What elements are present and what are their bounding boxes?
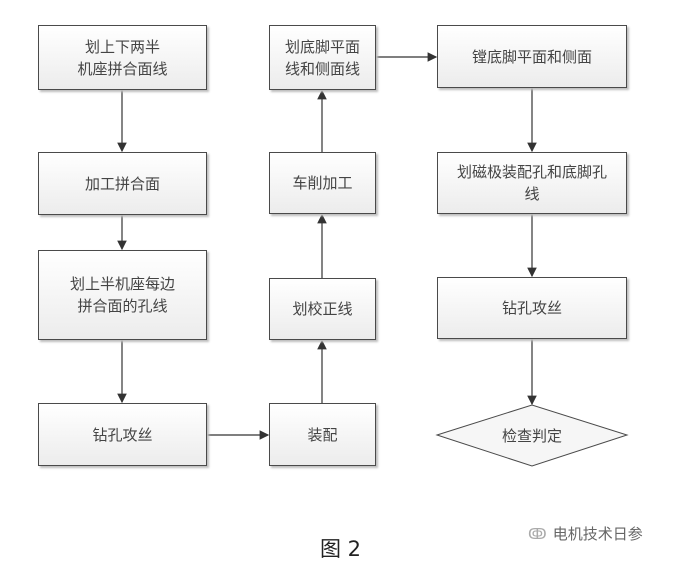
step-mark-base-joint-lines: 划上下两半 机座拼合面线 <box>38 25 207 90</box>
step-assembly: 装配 <box>269 403 376 466</box>
step-drill-tap-2: 钻孔攻丝 <box>437 277 627 339</box>
step-mark-alignment-line: 划校正线 <box>269 278 376 340</box>
wechat-icon: ↂ <box>528 524 547 543</box>
decision-diamond <box>435 404 629 467</box>
decision-label: 检查判定 <box>501 427 562 445</box>
step-mark-pole-holes: 划磁极装配孔和底脚孔 线 <box>437 152 627 214</box>
watermark: ↂ 电机技术日参 <box>528 523 643 544</box>
watermark-text: 电机技术日参 <box>552 525 643 543</box>
step-mark-hole-lines: 划上半机座每边 拼合面的孔线 <box>38 250 207 340</box>
figure-caption: 图 2 <box>320 537 362 561</box>
step-bore-foot-plane: 镗底脚平面和侧面 <box>437 25 627 88</box>
step-drill-tap-1: 钻孔攻丝 <box>38 403 207 466</box>
step-machine-joint-surface: 加工拼合面 <box>38 152 207 215</box>
step-mark-foot-lines: 划底脚平面 线和侧面线 <box>269 25 376 90</box>
step-turning: 车削加工 <box>269 152 376 214</box>
